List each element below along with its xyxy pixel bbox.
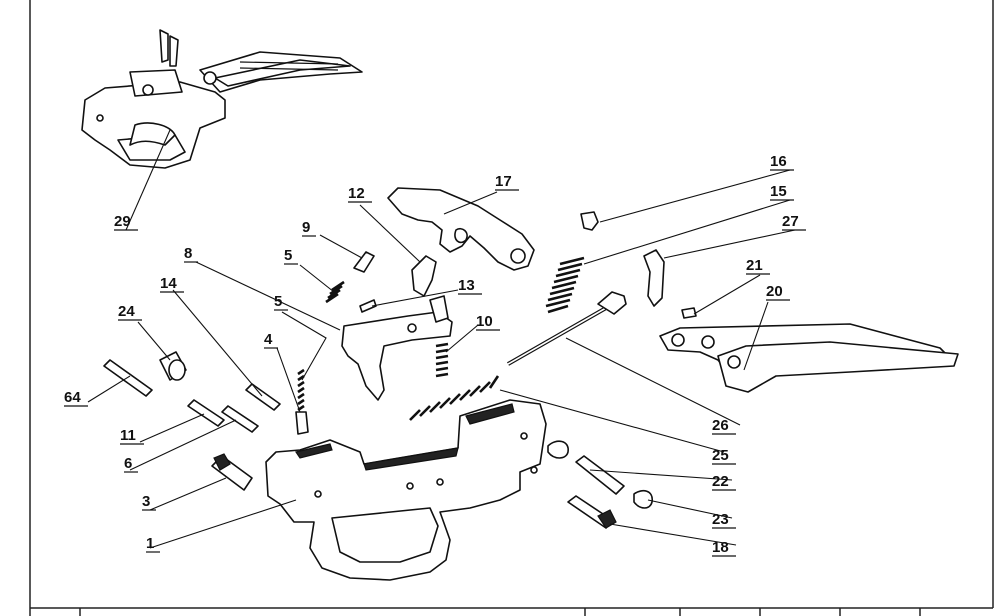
page-border xyxy=(29,0,994,616)
label-64: 64 xyxy=(64,389,81,406)
part-5-spring-lower xyxy=(297,368,305,412)
label-12: 12 xyxy=(348,185,365,202)
part-11-pin xyxy=(187,399,225,427)
part-64-pin xyxy=(103,359,153,397)
part-20-tang-lever xyxy=(659,323,959,393)
label-10: 10 xyxy=(476,313,493,330)
label-23: 23 xyxy=(712,511,729,528)
part-16-cap xyxy=(580,211,599,231)
part-26-rod xyxy=(507,291,627,366)
part-27-safety xyxy=(643,249,665,307)
label-29: 29 xyxy=(114,213,131,230)
part-23-clip-upper xyxy=(547,440,569,459)
part-23-clip xyxy=(633,489,653,509)
label-9: 9 xyxy=(302,219,310,236)
label-22: 22 xyxy=(712,473,729,490)
part-24-bushing xyxy=(159,351,187,381)
part-6-pin xyxy=(221,405,259,433)
part-29-assembled-trigger-group xyxy=(81,29,363,169)
label-14: 14 xyxy=(160,275,177,292)
label-15: 15 xyxy=(770,183,787,200)
label-21: 21 xyxy=(746,257,763,274)
label-17: 17 xyxy=(495,173,512,190)
part-12-sear xyxy=(411,255,437,297)
part-1-trigger-housing xyxy=(265,399,547,581)
label-16: 16 xyxy=(770,153,787,170)
part-10-spring xyxy=(435,342,449,378)
label-5-upper: 5 xyxy=(284,247,292,264)
label-3: 3 xyxy=(142,493,150,510)
label-24: 24 xyxy=(118,303,135,320)
part-22-pin xyxy=(575,455,625,495)
part-5-spring-upper xyxy=(325,280,345,304)
label-13: 13 xyxy=(458,277,475,294)
part-21-screw xyxy=(681,307,697,319)
label-26: 26 xyxy=(712,417,729,434)
label-11: 11 xyxy=(120,427,136,444)
part-9-plunger xyxy=(353,251,375,273)
part-8-trigger xyxy=(341,295,453,401)
label-4: 4 xyxy=(264,331,273,348)
part-17-hammer xyxy=(387,187,535,271)
part-18-pin xyxy=(567,495,617,529)
part-4-pin xyxy=(295,411,309,435)
label-27: 27 xyxy=(782,213,799,230)
label-25: 25 xyxy=(712,447,729,464)
part-13-pin xyxy=(359,299,377,313)
part-number-labels: 29 17 12 16 15 27 21 20 9 5 13 10 8 14 5… xyxy=(64,153,806,557)
label-18: 18 xyxy=(712,539,729,556)
label-1: 1 xyxy=(146,535,154,552)
label-6: 6 xyxy=(124,455,132,472)
label-5-lower: 5 xyxy=(274,293,282,310)
part-14-pin xyxy=(245,383,281,411)
part-25-long-spring xyxy=(409,375,500,421)
label-8: 8 xyxy=(184,245,192,262)
leader-lines xyxy=(87,129,796,549)
part-15-hammer-spring xyxy=(545,256,585,314)
part-3-screw xyxy=(211,453,253,491)
label-20: 20 xyxy=(766,283,783,300)
